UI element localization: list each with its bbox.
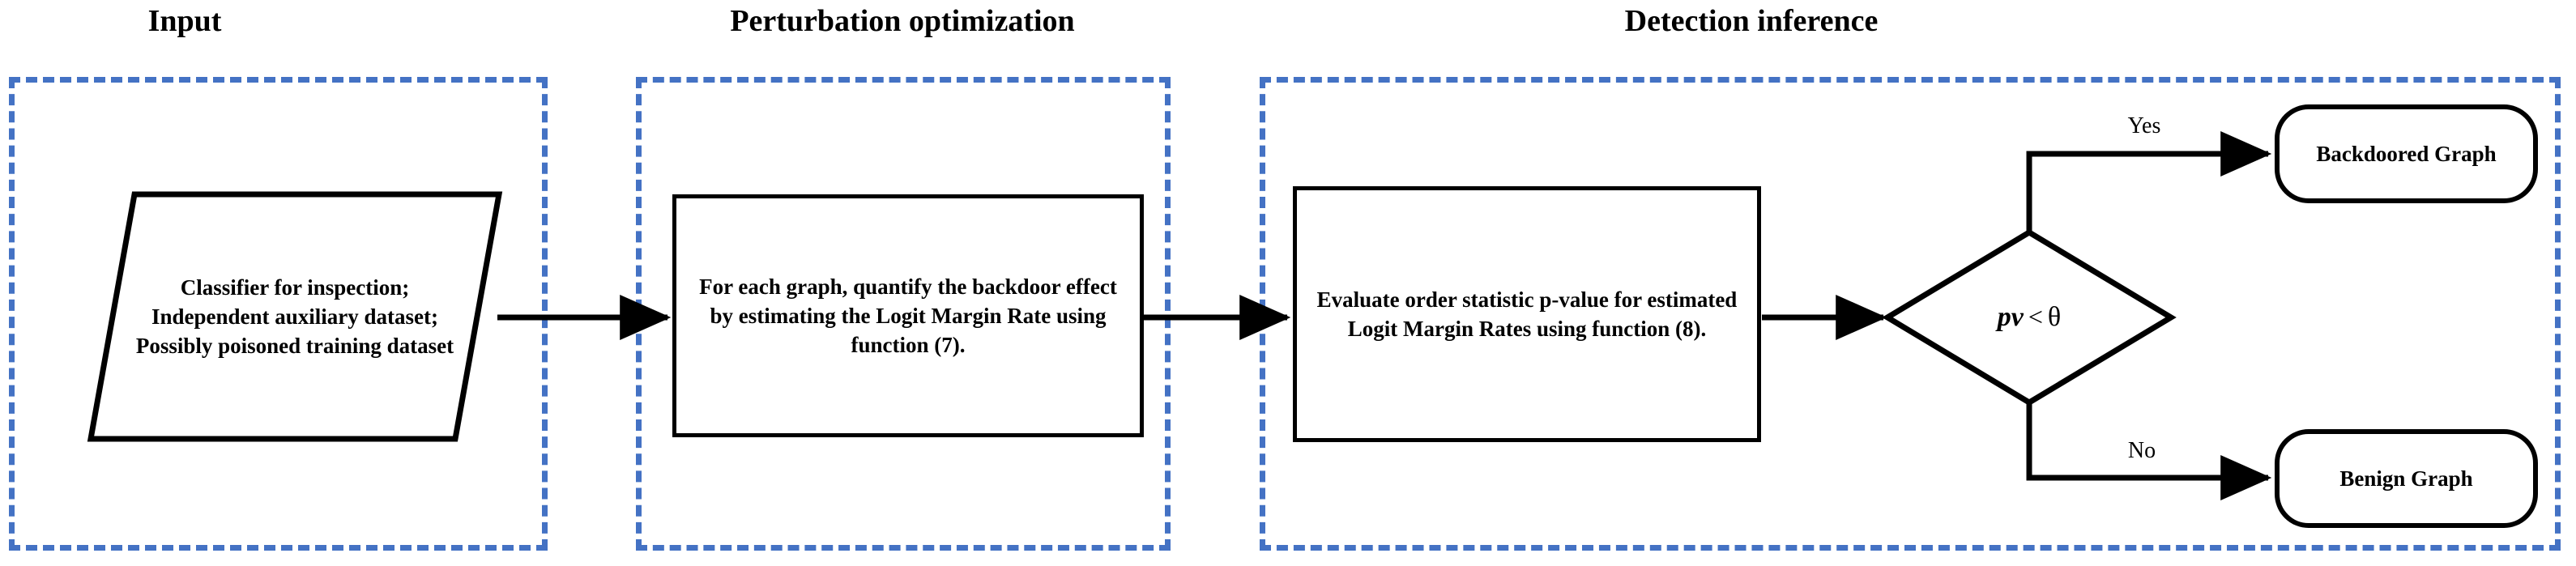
node-quantify-backdoor-label: For each graph, quantify the backdoor ef… xyxy=(699,274,1117,357)
edge-label-no: No xyxy=(2127,438,2156,463)
node-decision: pv<θ xyxy=(1882,228,2177,406)
stage-title-perturbation-optimization: Perturbation optimization xyxy=(730,4,1075,38)
node-backdoored-graph-label: Backdoored Graph xyxy=(2316,142,2497,166)
decision-operator: < xyxy=(2028,302,2043,331)
node-input-data-label: Classifier for inspection; Independent a… xyxy=(87,273,502,360)
input-line-2: Independent auxiliary dataset; xyxy=(151,304,439,329)
node-benign-graph-label: Benign Graph xyxy=(2339,466,2473,491)
edge-label-yes: Yes xyxy=(2127,113,2161,138)
node-decision-label: pv<θ xyxy=(1883,302,2175,333)
node-backdoored-graph: Backdoored Graph xyxy=(2275,104,2538,203)
parallelogram-shape xyxy=(87,191,503,442)
stage-title-input: Input xyxy=(147,4,222,38)
node-evaluate-pvalue: Evaluate order statistic p-value for est… xyxy=(1293,186,1761,442)
node-input-data: Classifier for inspection; Independent a… xyxy=(87,191,503,442)
decision-variable: pv xyxy=(1997,302,2024,332)
node-evaluate-pvalue-label: Evaluate order statistic p-value for est… xyxy=(1316,287,1738,341)
input-line-1: Classifier for inspection; xyxy=(180,275,410,300)
diamond-shape xyxy=(1882,228,2177,406)
stage-panel-input xyxy=(9,77,548,551)
input-line-3: Possibly poisoned training dataset xyxy=(135,334,454,358)
node-benign-graph: Benign Graph xyxy=(2275,429,2538,528)
decision-threshold: θ xyxy=(2047,302,2062,332)
stage-title-detection-inference: Detection inference xyxy=(1624,4,1879,38)
node-quantify-backdoor: For each graph, quantify the backdoor ef… xyxy=(672,194,1144,437)
